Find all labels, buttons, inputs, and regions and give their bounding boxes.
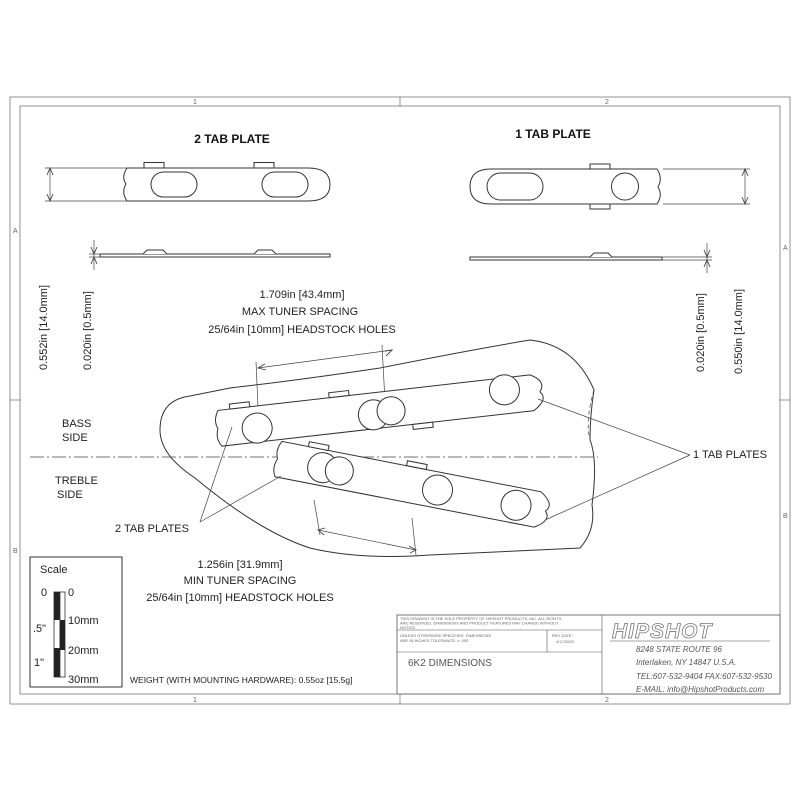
zone-letter: A [13,228,18,235]
one-tab-plate-title: 1 TAB PLATE [515,127,591,141]
zone-letter: B [783,513,788,520]
one-tab-plate-top-view [469,163,661,210]
scale-mm-label: 20mm [68,645,99,657]
right-thickness-dimension: 0.020in [0.5mm] [662,243,712,372]
phone-line: TEL:607-532-9404 FAX:607-532-9530 [636,672,772,681]
two-tab-plates-label: 2 TAB PLATES [115,523,189,535]
min-spacing-value: 1.256in [31.9mm] [197,559,282,571]
bass-side-label: BASS [62,418,91,430]
scale-inch-label: 1" [34,657,44,669]
title-block: THIS DRAWING IS THE SOLE PROPERTY OF HIP… [396,614,781,695]
scale-mm-label: 30mm [68,674,99,686]
scale-title: Scale [40,564,68,576]
zone-letter: A [783,245,788,252]
max-spacing-annotation: 1.709in [43.4mm] MAX TUNER SPACING 25/64… [208,289,396,431]
headstock-edge-break [587,389,595,506]
treble-side-label: SIDE [57,489,83,501]
one-tab-plate-side-view [469,252,663,261]
two-tab-plate-title: 2 TAB PLATE [194,132,270,146]
property-note: THIS DRAWING IS THE SOLE PROPERTY OF HIP… [400,616,562,621]
rev-date: 4/17/2020 [556,639,575,644]
treble-side-label: TREBLE [55,475,98,487]
address-line: 8248 STATE ROUTE 96 [636,645,723,654]
zone-number: 1 [193,697,197,704]
right-height-value: 0.550in [14.0mm] [733,289,745,374]
max-spacing-label: MAX TUNER SPACING [242,306,358,318]
right-thickness-value: 0.020in [0.5mm] [695,293,707,372]
one-tab-plates-callout: 1 TAB PLATES [537,398,767,521]
zone-letter: B [13,548,18,555]
left-height-dimension: 0.552in [14.0mm] [38,166,127,370]
email-line: E-MAIL: info@HipshotProducts.com [636,685,765,694]
min-holes-note: 25/64in [10mm] HEADSTOCK HOLES [146,592,333,604]
min-spacing-annotation: 1.256in [31.9mm] MIN TUNER SPACING 25/64… [146,499,417,604]
bass-side-label: SIDE [62,432,88,444]
min-spacing-label: MIN TUNER SPACING [184,575,297,587]
two-tab-plate-side-view [99,249,331,258]
max-spacing-value: 1.709in [43.4mm] [259,289,344,301]
two-tab-plate-top-view [123,162,331,202]
two-tab-plates-callout: 2 TAB PLATES [115,426,282,535]
scale-inch-label: .5" [33,623,46,635]
max-holes-note: 25/64in [10mm] HEADSTOCK HOLES [208,324,395,336]
hipshot-logo: HIPSHOT [612,620,714,643]
left-thickness-dimension: 0.020in [0.5mm] [82,240,100,370]
right-height-dimension: 0.550in [14.0mm] [663,167,750,374]
one-tab-plates-label: 1 TAB PLATES [693,449,767,461]
property-note: NOTICE. [400,625,416,630]
tolerance-note: UNLESS OTHERWISE SPECIFIED: DIMENSIONS [400,633,491,638]
property-note: ARE RESERVED. DIMENSIONS AND PRODUCT FEA… [400,621,559,626]
scale-mm-label: 0 [68,587,74,599]
address-line: Interlaken, NY 14847 U.S.A. [636,658,736,667]
scale-box: Scale 0 .5" 1" 0 10mm 20mm 30mm [29,556,123,688]
bass-side-plate-assembly [215,374,544,447]
zone-number: 2 [605,99,609,106]
scale-inch-label: 0 [41,587,47,599]
weight-note: WEIGHT (WITH MOUNTING HARDWARE): 0.55oz … [130,675,352,685]
drawing-title: 6K2 DIMENSIONS [408,658,492,669]
scale-mm-label: 10mm [68,615,99,627]
treble-side-plate-assembly [273,440,550,528]
rev-label: REV DATE: [552,633,573,638]
zone-number: 2 [605,697,609,704]
left-height-value: 0.552in [14.0mm] [38,285,50,370]
tolerance-note: ARE IN INCHES TOLERANCE: ± .005 [400,638,469,643]
left-thickness-value: 0.020in [0.5mm] [82,291,94,370]
zone-number: 1 [193,99,197,106]
